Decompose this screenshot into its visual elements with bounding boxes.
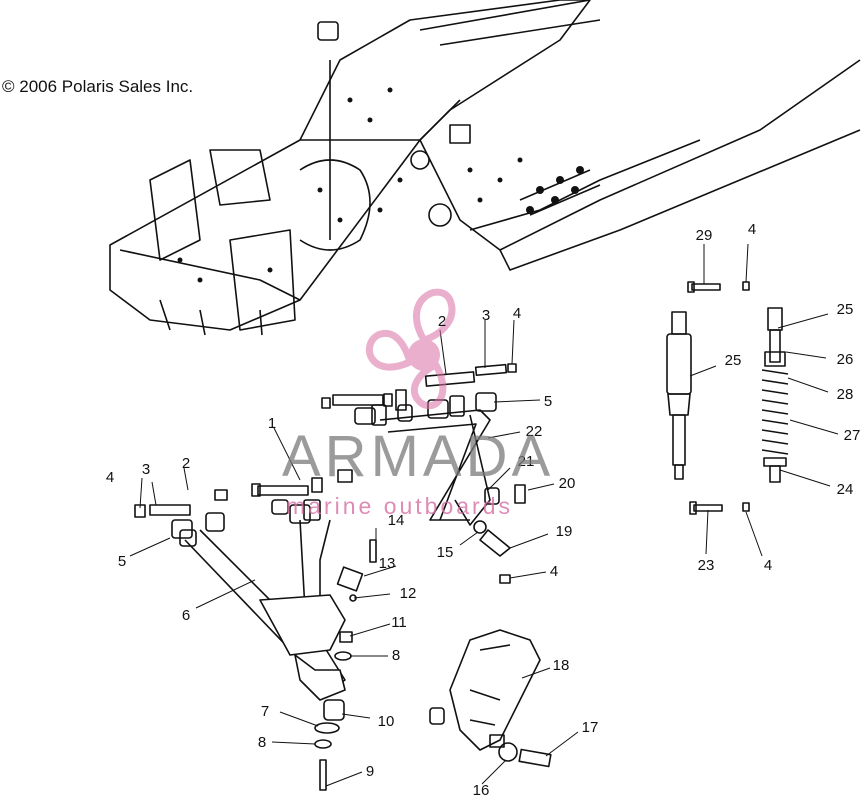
propeller-icon (366, 288, 456, 410)
copyright-notice: © 2006 Polaris Sales Inc. (2, 77, 194, 96)
callout-13: 13 (379, 555, 396, 572)
callout-8a: 8 (392, 647, 400, 664)
callout-29: 29 (696, 227, 713, 244)
callout-14: 14 (388, 512, 405, 529)
small-hardware (314, 484, 526, 791)
upper-a-arm (321, 363, 517, 526)
callout-4b: 4 (513, 305, 521, 322)
callout-6: 6 (182, 607, 190, 624)
callout-12: 12 (400, 585, 417, 602)
watermark-brand: ARMADA (282, 424, 555, 489)
callout-22: 22 (526, 423, 543, 440)
callout-2b: 2 (182, 455, 190, 472)
callout-5a: 5 (544, 393, 552, 410)
callout-24: 24 (837, 481, 854, 498)
callout-25b: 25 (725, 352, 742, 369)
callout-28: 28 (837, 386, 854, 403)
chassis-frame (109, 0, 861, 336)
callout-15: 15 (437, 544, 454, 561)
coil-over-shock (761, 307, 789, 483)
watermark-tagline: marine outboards (286, 493, 513, 519)
shock-bolts (687, 281, 750, 515)
callout-5b: 5 (118, 553, 126, 570)
callout-4d: 4 (764, 557, 772, 574)
callout-7: 7 (261, 703, 269, 720)
callout-25a: 25 (837, 301, 854, 318)
callout-11: 11 (391, 614, 407, 631)
callout-27: 27 (844, 427, 861, 444)
callout-23: 23 (698, 557, 715, 574)
callout-19: 19 (556, 523, 573, 540)
callout-1: 1 (268, 415, 276, 432)
leader-lines (129, 243, 839, 787)
callout-16: 16 (473, 782, 490, 797)
callout-20: 20 (559, 475, 576, 492)
shock-absorber (666, 311, 692, 480)
ski-spindle (429, 629, 552, 768)
lower-a-arm (134, 469, 353, 701)
callout-9: 9 (366, 763, 374, 780)
callout-3a: 3 (482, 307, 490, 324)
callout-4c: 4 (106, 469, 114, 486)
callout-3b: 3 (142, 461, 150, 478)
callout-26: 26 (837, 351, 854, 368)
callout-8b: 8 (258, 734, 266, 751)
callout-10: 10 (378, 713, 395, 730)
callout-4e: 4 (550, 563, 558, 580)
callout-4a: 4 (748, 221, 756, 238)
callout-17: 17 (582, 719, 599, 736)
callout-21: 21 (518, 453, 535, 470)
callout-2a: 2 (438, 313, 446, 330)
callout-18: 18 (553, 657, 570, 674)
frame-holes (177, 87, 584, 283)
